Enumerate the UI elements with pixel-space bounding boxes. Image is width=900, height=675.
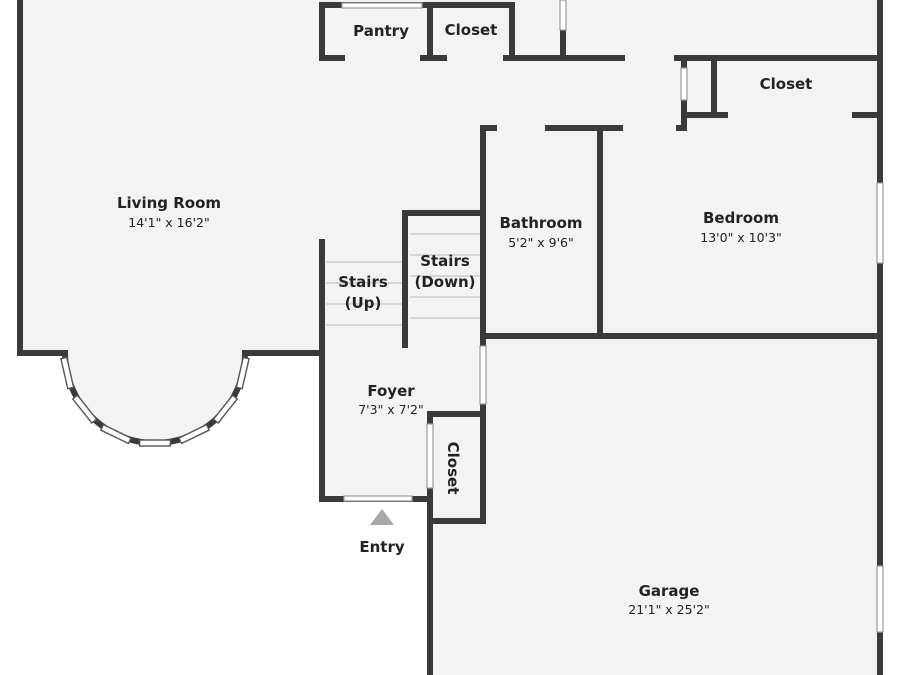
stairs-up-line1: Stairs (338, 273, 388, 291)
foyer-name: Foyer (367, 382, 415, 400)
living-left-wall (17, 0, 68, 356)
bathroom-dims: 5'2" x 9'6" (508, 235, 574, 250)
bay-window-pane (212, 394, 239, 424)
living-room-dims: 14'1" x 16'2" (128, 215, 209, 230)
bedroom-dims: 13'0" x 10'3" (700, 230, 781, 245)
closet-top-name: Closet (445, 21, 498, 39)
hall-window (680, 67, 688, 101)
bay-window-panes (60, 356, 250, 447)
stairs-down-line1: Stairs (420, 252, 470, 270)
closet-foyer-floor (430, 414, 483, 521)
room-labels: Living Room 14'1" x 16'2" Pantry Closet … (117, 21, 812, 617)
stairs-down-line2: (Down) (414, 273, 475, 291)
bedroom-name: Bedroom (703, 209, 779, 227)
bathroom-floor (483, 128, 600, 336)
entry-door-frame (343, 495, 413, 502)
closet-right-floor (712, 60, 880, 115)
bay-window-pane (99, 423, 133, 445)
floor-fills (20, 0, 880, 675)
garage-window (876, 565, 884, 633)
stair-treads (326, 233, 480, 326)
foyer-closet-door-frame (426, 423, 434, 489)
living-area-floor (20, 0, 880, 443)
bedroom-floor (600, 115, 880, 336)
bay-window-pane (138, 439, 172, 447)
bay-window-pane (60, 356, 75, 390)
closet-foyer-name: Closet (444, 442, 462, 495)
bedroom-window (876, 182, 884, 264)
stairs-down-walls (402, 210, 486, 348)
pantry-floor (322, 5, 512, 58)
closet-right-name: Closet (760, 75, 813, 93)
garage-door-frame (479, 345, 487, 405)
garage-name: Garage (639, 582, 700, 600)
bay-window-pane (235, 356, 250, 390)
garage-floor (430, 336, 880, 675)
bathroom-name: Bathroom (499, 214, 582, 232)
entry-arrow-icon (370, 509, 394, 525)
entry-label: Entry (359, 538, 404, 556)
foyer-closet-walls (427, 411, 486, 675)
stairs-up-line2: (Up) (345, 294, 382, 312)
pantry-name: Pantry (353, 22, 409, 40)
stairs-down-floor (405, 213, 483, 325)
bay-window-pane (177, 423, 211, 445)
garage-dims: 21'1" x 25'2" (628, 602, 709, 617)
pantry-top-window (341, 2, 423, 9)
top-partition-frame (559, 0, 567, 31)
windows (341, 0, 884, 633)
living-room-name: Living Room (117, 194, 221, 212)
foyer-dims: 7'3" x 7'2" (358, 402, 424, 417)
bay-window-pane (71, 394, 98, 424)
